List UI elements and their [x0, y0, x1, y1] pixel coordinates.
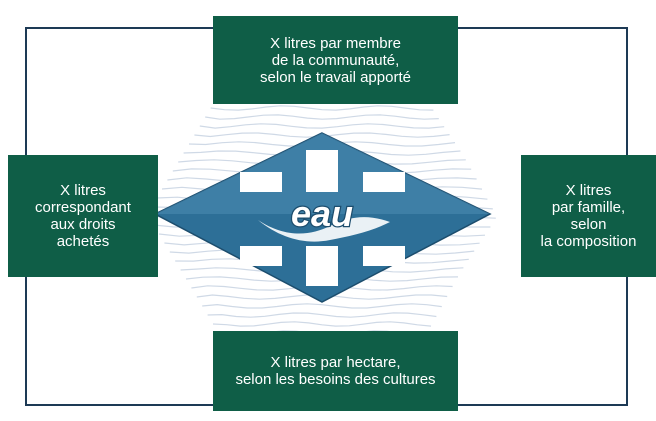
box-crop-needs: X litres par hectare, selon les besoins … [213, 331, 458, 411]
bar-lower-right [363, 246, 405, 266]
wave-line [199, 123, 445, 129]
stem-bottom [306, 246, 338, 286]
wave-line [202, 303, 442, 309]
eau-logo-text: eau [291, 193, 353, 234]
stem-top [306, 150, 338, 192]
wave-line [210, 105, 434, 111]
wave-line [212, 321, 432, 327]
bar-upper-left [240, 172, 282, 192]
box-community-member: X litres par membre de la communauté, se… [213, 16, 458, 104]
wave-line [207, 312, 437, 318]
box-purchased-rights: X litres correspondant aux droits acheté… [8, 155, 158, 277]
bar-upper-right [363, 172, 405, 192]
logo-swoosh [258, 217, 390, 242]
wave-line [205, 114, 439, 120]
bar-lower-left [240, 246, 282, 266]
box-family-composition: X litres par famille, selon la compositi… [521, 155, 656, 277]
